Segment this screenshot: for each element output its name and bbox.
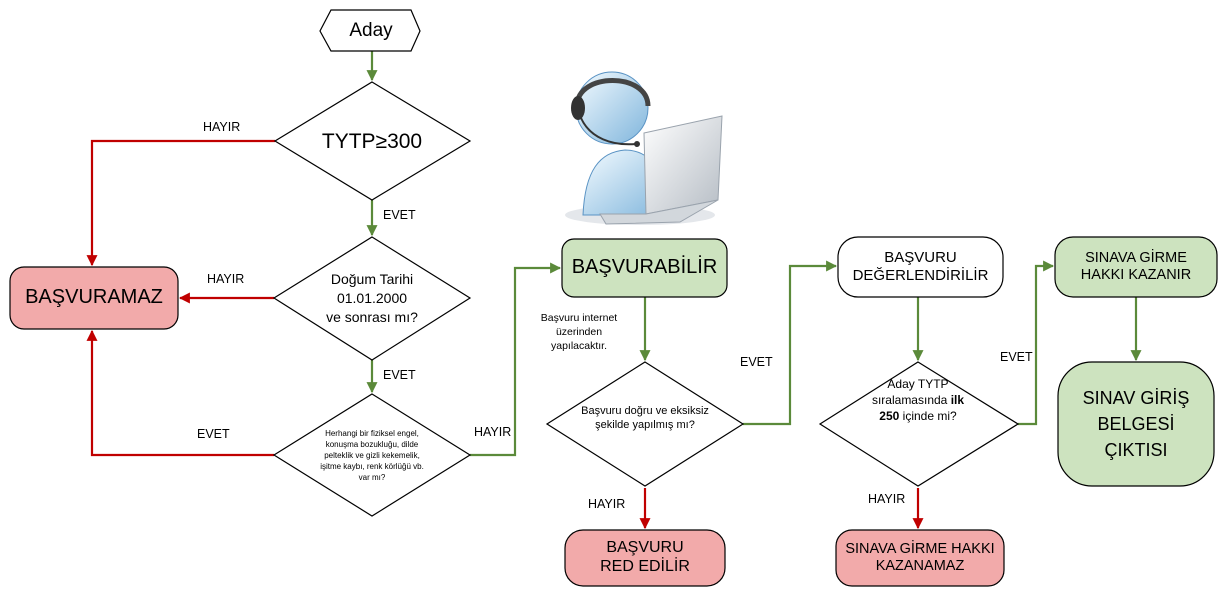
basvuru-note: Başvuru internet üzerinden yapılacaktır. [540, 312, 618, 352]
aday-label: Aday [349, 19, 393, 41]
edge-label-hayir-basvuru: HAYIR [588, 497, 626, 511]
node-kazanamaz [835, 529, 1005, 587]
edge-sira-kazanir [1018, 260, 1055, 426]
belge-line-2: BELGESİ [1097, 414, 1175, 434]
node-tytp [273, 81, 472, 201]
kazanir-line-2: HAKKI KAZANIR [1080, 267, 1192, 283]
edge-label-hayir-engel: HAYIR [474, 425, 512, 439]
edge-label-evet-sira: EVET [1000, 350, 1033, 364]
belge-line-3: ÇIKTISI [1104, 440, 1168, 460]
node-basvurabilir [561, 238, 728, 298]
node-basvuramaz [9, 266, 179, 330]
basvuru-dogru-label: Başvuru doğru ve eksiksiz şekilde yapılm… [581, 405, 709, 431]
edge-label-evet-tytp: EVET [383, 208, 416, 222]
support-agent-icon [565, 71, 723, 225]
red-label: BAŞVURU RED EDİLİR [565, 530, 725, 586]
engel-label: Herhangi bir fiziksel engel, konuşma boz… [320, 429, 424, 482]
node-engel [272, 393, 472, 517]
node-basvuru-dogru [545, 361, 745, 487]
dogum-line-2: 01.01.2000 [336, 290, 408, 306]
node-degerlendirilir [837, 236, 1004, 298]
node-aday [319, 9, 421, 52]
edge-label-evet-basvuru: EVET [740, 355, 773, 369]
kazanamaz-line-2: KAZANAMAZ [875, 558, 965, 574]
degerlendirilir-line-2: DEĞERLENDİRİLİR [852, 267, 989, 284]
edge-tytp-basvuramaz [86, 139, 275, 267]
belge-line-1: SINAV GİRİŞ [1082, 388, 1190, 408]
basvuramaz-label: BAŞVURAMAZ [25, 286, 163, 309]
sira-pre: Aday TYTP sıralamasında [871, 377, 949, 407]
node-belge [1057, 361, 1215, 487]
kazanamaz-label: SINAVA GİRME HAKKI KAZANAMAZ [836, 530, 1004, 586]
edge-engel-basvuramaz [86, 329, 274, 457]
node-dogum [272, 236, 472, 361]
belge-label: SINAV GİRİŞ BELGESİ ÇIKTISI [1058, 362, 1214, 486]
node-sira [818, 361, 1020, 487]
dogum-line-3: ve sonrası mı? [326, 309, 418, 325]
node-red [564, 529, 726, 587]
basvurabilir-label: BAŞVURABİLİR [571, 256, 718, 279]
degerlendirilir-line-1: BAŞVURU [884, 249, 957, 267]
edge-label-evet-dogum: EVET [383, 368, 416, 382]
node-kazanir [1054, 236, 1218, 298]
red-line-2: RED EDİLİR [600, 558, 690, 575]
degerlendirilir-label: BAŞVURU DEĞERLENDİRİLİR [838, 237, 1003, 297]
dogum-label: Doğum Tarihi 01.01.2000 ve sonrası mı? [300, 270, 444, 327]
edge-engel-basvurabilir [470, 262, 562, 457]
red-line-1: BAŞVURU [606, 539, 684, 557]
sira-post: içinde mi? [902, 409, 957, 423]
sira-label: Aday TYTP sıralamasında ilk 250 içinde m… [862, 376, 974, 424]
kazanamaz-line-1: SINAVA GİRME HAKKI [845, 540, 995, 557]
kazanir-line-1: SINAVA GİRME [1085, 249, 1187, 266]
edge-label-hayir-tytp: HAYIR [203, 120, 241, 134]
edge-label-evet-engel: EVET [197, 427, 230, 441]
edge-label-hayir-dogum: HAYIR [207, 272, 245, 286]
sira-bold: ilk 250 [879, 393, 965, 423]
edge-dogru-degerlendirilir [743, 260, 838, 426]
dogum-line-1: Doğum Tarihi [330, 271, 414, 287]
tytp-label: TYTP≥300 [321, 129, 423, 153]
kazanir-label: SINAVA GİRME HAKKI KAZANIR [1055, 237, 1217, 297]
edge-label-hayir-sira: HAYIR [868, 492, 906, 506]
